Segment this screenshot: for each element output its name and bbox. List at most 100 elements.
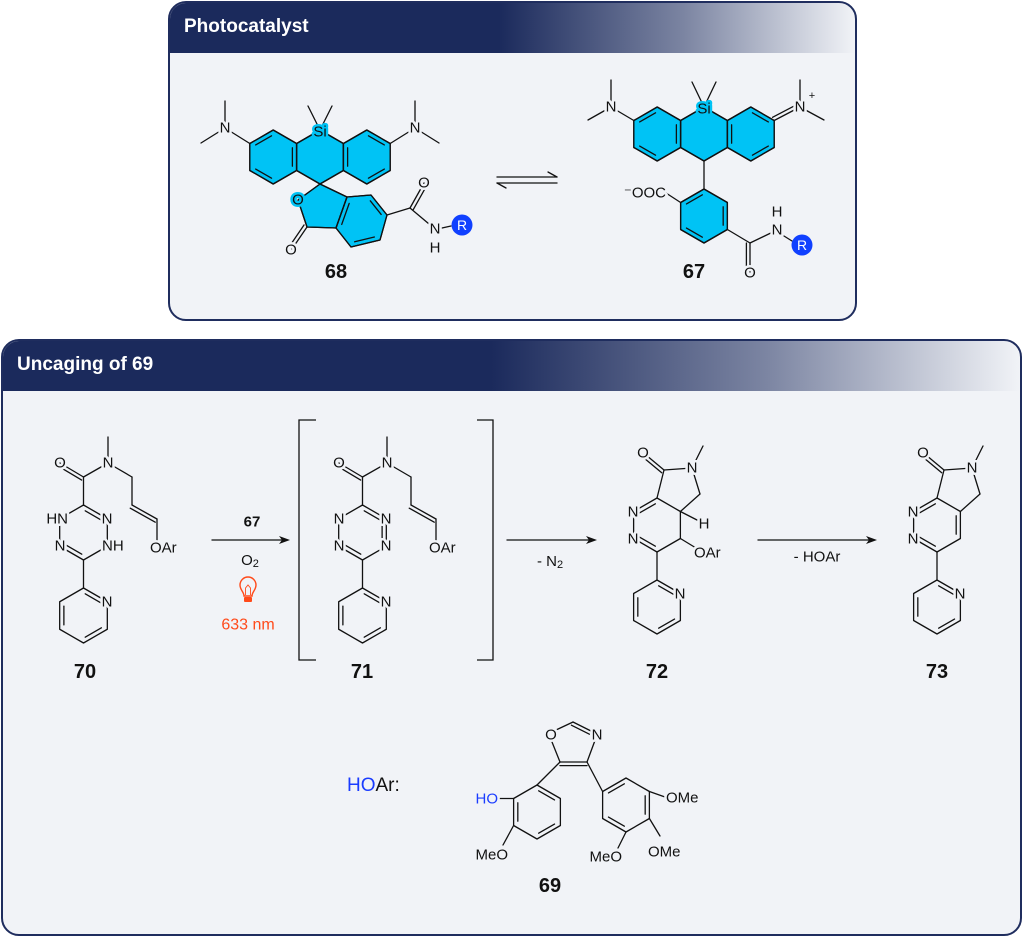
- atom: N: [908, 531, 919, 548]
- bond: [587, 106, 612, 121]
- atom: N: [220, 120, 231, 137]
- atom: OMe: [648, 844, 681, 861]
- atom: O: [637, 445, 649, 462]
- compound-label: 73: [926, 661, 948, 683]
- bond: [288, 224, 305, 248]
- compound-72: O N N N H OAr N 72: [625, 442, 723, 683]
- bond: [751, 145, 769, 156]
- bond: [363, 627, 382, 638]
- bond: [386, 462, 412, 478]
- atom: N: [795, 99, 806, 116]
- atom: Si: [313, 124, 326, 141]
- bond: [537, 790, 556, 801]
- ring: [632, 497, 682, 553]
- atom: N: [628, 504, 639, 521]
- bond: [943, 467, 973, 471]
- ring: [632, 579, 682, 635]
- ring: [512, 784, 562, 840]
- bracket-left: [298, 419, 316, 661]
- ring: [601, 777, 651, 833]
- bond: [685, 194, 704, 205]
- atom: OAr: [150, 540, 177, 557]
- bond: [643, 457, 663, 474]
- bond: [84, 510, 103, 521]
- bond: [691, 467, 701, 495]
- atom: HN: [46, 511, 68, 528]
- bond: [570, 724, 591, 735]
- compound-label: 70: [74, 661, 96, 683]
- bond: [82, 462, 109, 478]
- bond: [799, 106, 825, 121]
- bond: [572, 721, 592, 732]
- bond: [386, 207, 411, 216]
- bond: [639, 145, 657, 156]
- bond: [84, 593, 103, 604]
- atom: O: [545, 727, 557, 744]
- compound-71: O N N N N N OAr N 71: [331, 452, 459, 683]
- bond: [367, 168, 385, 179]
- compound-67: N N + Si ⁻OOC O N H R 67: [603, 88, 818, 285]
- bond: [971, 467, 981, 495]
- atom: O: [285, 242, 297, 259]
- atom: O: [333, 455, 345, 472]
- bond: [665, 192, 682, 204]
- bond: [617, 831, 627, 849]
- atom: O: [54, 455, 66, 472]
- bond: [610, 106, 635, 122]
- ring: [338, 587, 387, 644]
- bond: [691, 445, 704, 469]
- compound-69: HOAr: O N HO MeO OMe OMe MeO 69: [347, 724, 701, 897]
- bond: [338, 462, 364, 478]
- bond: [354, 236, 376, 243]
- compound-label: 68: [325, 261, 347, 283]
- wavelength-label: 633 nm: [221, 617, 274, 634]
- atom: N: [381, 594, 392, 611]
- bond: [369, 200, 382, 216]
- bond: [307, 105, 321, 131]
- panel-header: Photocatalyst: [170, 3, 855, 53]
- bond: [361, 462, 388, 478]
- compound-70: O N HN N N NH OAr N 70: [44, 452, 179, 683]
- bond: [918, 503, 937, 514]
- bond: [408, 507, 435, 523]
- step-3-byproduct: - HOAr: [794, 549, 841, 566]
- bond: [679, 510, 698, 521]
- ring: [59, 587, 108, 644]
- bond: [607, 816, 626, 827]
- ring: [338, 504, 387, 561]
- bond: [925, 454, 945, 471]
- bond: [959, 493, 981, 513]
- bond: [749, 229, 778, 244]
- bond: [336, 465, 362, 481]
- bond: [255, 135, 273, 146]
- atom: N: [381, 511, 392, 528]
- ring-fill: [249, 129, 298, 185]
- bond: [648, 790, 666, 798]
- atom: NH: [102, 538, 124, 555]
- panel-title: Photocatalyst: [184, 16, 309, 37]
- atom: O: [917, 445, 929, 462]
- bond: [771, 103, 799, 118]
- atom: N: [334, 538, 345, 555]
- atom: N: [955, 586, 966, 603]
- atom: N: [772, 222, 783, 239]
- atom: N: [102, 594, 113, 611]
- atom: Si: [697, 101, 710, 118]
- bond: [645, 454, 665, 471]
- compound-label: 69: [539, 875, 561, 897]
- bond: [363, 510, 382, 521]
- ring: [297, 183, 348, 229]
- step-2-byproduct: - N2: [537, 553, 563, 572]
- bond: [703, 81, 717, 108]
- ring-fill: [679, 188, 729, 244]
- bond: [679, 493, 701, 513]
- bond: [657, 618, 676, 629]
- atom: N: [675, 586, 686, 603]
- atom: N: [687, 460, 698, 477]
- ring: [912, 497, 962, 553]
- atom: N: [430, 221, 441, 238]
- bond: [84, 627, 103, 638]
- compound-label: 72: [646, 661, 668, 683]
- bond: [607, 783, 626, 794]
